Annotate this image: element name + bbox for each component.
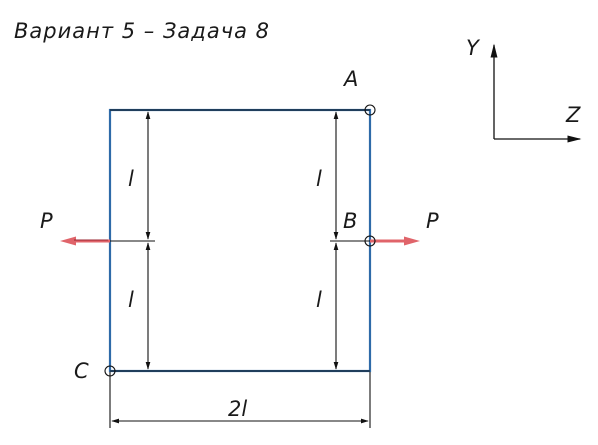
force-left: P [40, 209, 110, 246]
dim-right-top: l [316, 167, 322, 191]
left-dimensions: l l [128, 111, 151, 370]
z-axis-label: Z [565, 103, 581, 127]
reference-lines [80, 109, 370, 372]
point-b-label: B [343, 209, 357, 233]
right-dimensions: l l [316, 111, 339, 370]
coordinate-axes: Y Z [466, 36, 582, 143]
point-a-label: A [342, 67, 358, 91]
dim-width: 2l [228, 397, 247, 421]
force-right: P [370, 209, 439, 246]
point-a-marker [364, 104, 376, 116]
dim-left-top: l [128, 167, 134, 191]
y-axis-label: Y [466, 36, 481, 60]
width-dimension: 2l [109, 372, 371, 428]
dim-right-bottom: l [316, 288, 322, 312]
force-right-label: P [426, 209, 439, 233]
diagram-title: Вариант 5 – Задача 8 [14, 19, 270, 43]
force-left-label: P [40, 209, 53, 233]
dim-left-bottom: l [128, 288, 134, 312]
point-c-marker [104, 365, 116, 377]
point-b-marker [364, 235, 376, 247]
point-c-label: C [74, 359, 89, 383]
